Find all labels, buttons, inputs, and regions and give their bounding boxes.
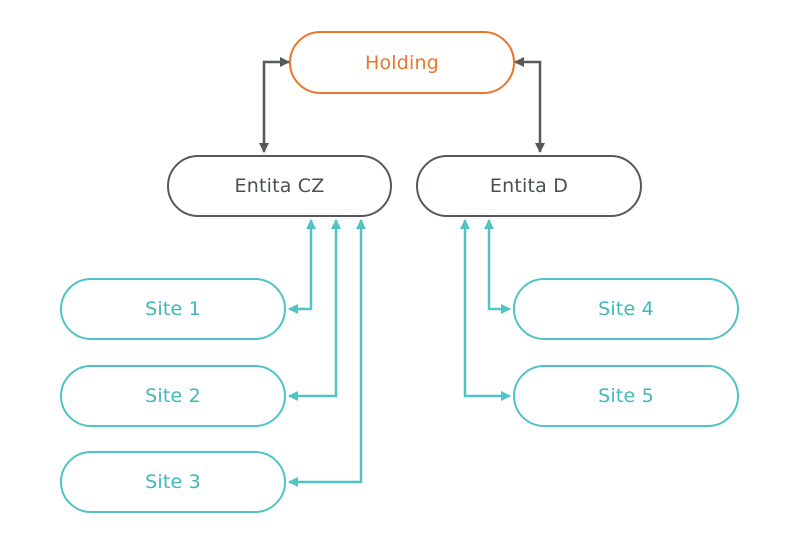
node-site-3-label: Site 3 — [145, 471, 201, 493]
node-site-1: Site 1 — [60, 278, 286, 340]
node-site-5-label: Site 5 — [598, 385, 654, 407]
connector-entita-cz-site-3 — [288, 219, 366, 487]
connector-holding-entita-cz — [259, 57, 290, 153]
node-site-3: Site 3 — [60, 451, 286, 513]
connector-entita-d-site-4 — [484, 219, 511, 314]
node-entita-cz: Entita CZ — [167, 155, 392, 217]
node-entita-d: Entita D — [416, 155, 642, 217]
node-site-2-label: Site 2 — [145, 385, 201, 407]
connector-entita-cz-site-1 — [288, 219, 316, 314]
node-entita-cz-label: Entita CZ — [234, 175, 325, 197]
node-site-5: Site 5 — [513, 365, 739, 427]
connector-entita-d-site-5 — [460, 219, 511, 401]
node-site-4: Site 4 — [513, 278, 739, 340]
node-site-1-label: Site 1 — [145, 298, 201, 320]
connector-holding-entita-d — [514, 57, 545, 153]
node-holding-label: Holding — [364, 51, 440, 74]
node-entita-d-label: Entita D — [489, 175, 569, 197]
node-site-2: Site 2 — [60, 365, 286, 427]
node-holding: Holding — [289, 31, 515, 94]
node-site-4-label: Site 4 — [598, 298, 654, 320]
